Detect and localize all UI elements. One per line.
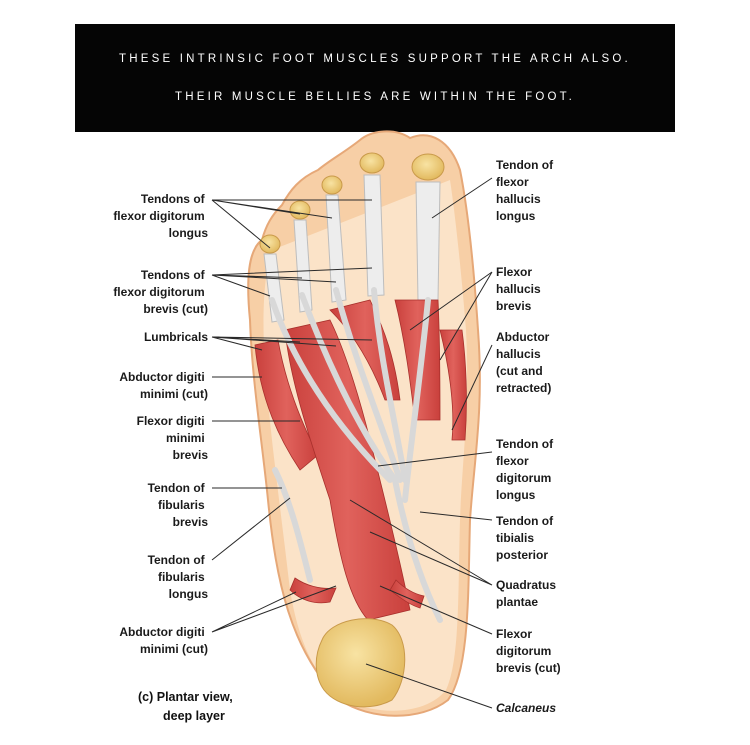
label-fhl-tendon: Tendon of flexor hallucis longus — [496, 158, 556, 223]
figure-caption: (c) Plantar view, deep layer — [138, 690, 236, 723]
calcaneus-bone — [315, 618, 406, 708]
label-flexor-digiti-minimi-brevis: Flexor digiti minimi brevis — [137, 414, 209, 462]
label-fibularis-longus: Tendon of fibularis longus — [148, 553, 209, 601]
label-fdl-tendons: Tendons of flexor digitorum longus — [113, 192, 208, 240]
label-fdl-tendon-right: Tendon of flexor digitorum longus — [496, 437, 556, 502]
label-fibularis-brevis: Tendon of fibularis brevis — [148, 481, 209, 529]
title-banner: THESE INTRINSIC FOOT MUSCLES SUPPORT THE… — [75, 24, 675, 132]
toe-tendons — [263, 174, 441, 323]
banner-line-1: THESE INTRINSIC FOOT MUSCLES SUPPORT THE… — [119, 53, 631, 65]
leader-lines — [211, 177, 493, 709]
label-tibialis-posterior: Tendon of tibialis posterior — [496, 514, 556, 562]
label-abductor-digiti-minimi-2: Abductor digiti minimi (cut) — [119, 625, 208, 656]
label-abductor-hallucis: Abductor hallucis (cut and retracted) — [496, 330, 553, 395]
label-fdb-cut: Flexor digitorum brevis (cut) — [496, 627, 561, 675]
label-calcaneus: Calcaneus — [496, 701, 556, 715]
label-flexor-hallucis-brevis: Flexor hallucis brevis — [496, 265, 544, 313]
label-quadratus-plantae: Quadratus plantae — [496, 578, 559, 609]
label-fdb-tendons: Tendons of flexor digitorum brevis (cut) — [113, 268, 208, 316]
label-lumbricals: Lumbricals — [144, 330, 208, 344]
toe-tips — [259, 152, 445, 254]
banner-line-2: THEIR MUSCLE BELLIES ARE WITHIN THE FOOT… — [174, 91, 575, 103]
label-abductor-digiti-minimi-1: Abductor digiti minimi (cut) — [119, 370, 208, 401]
long-tendons — [269, 287, 443, 623]
